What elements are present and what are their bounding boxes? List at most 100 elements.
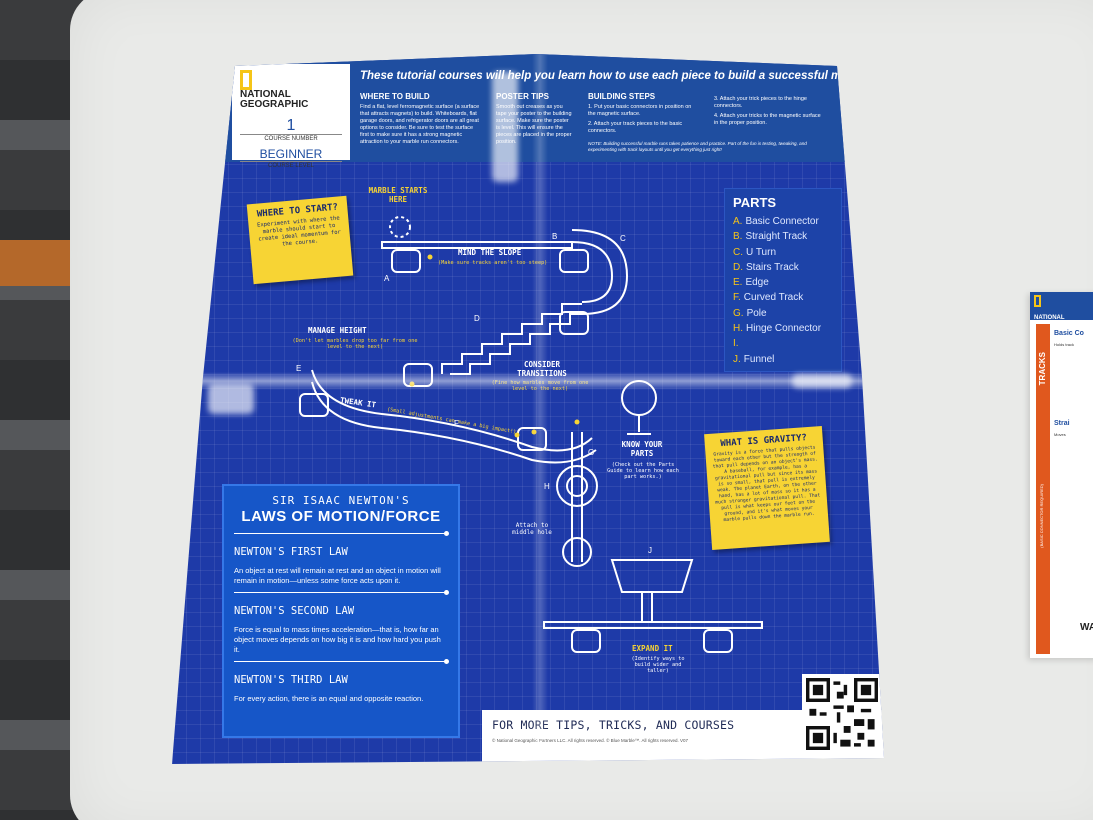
- letter-d: D: [474, 314, 480, 323]
- card-section: TRACKS: [1038, 352, 1047, 386]
- law-3-title: NEWTON'S THIRD LAW: [234, 674, 348, 686]
- part-item: B.Straight Track: [733, 231, 808, 243]
- qr-code-icon: [806, 678, 878, 750]
- law-1-text: An object at rest will remain at rest an…: [234, 566, 441, 585]
- mind-slope-label: MIND THE SLOPE: [458, 248, 522, 257]
- steps-note: NOTE: Building successful marble runs ta…: [588, 141, 807, 152]
- marble-start-label: MARBLE STARTS HERE: [368, 186, 428, 204]
- where-title: WHERE TO BUILD: [360, 92, 430, 101]
- brand-block: NATIONAL GEOGRAPHIC 1 COURSE NUMBER BEGI…: [232, 64, 350, 169]
- letter-h: H: [544, 482, 550, 491]
- qr-code[interactable]: [802, 674, 882, 754]
- divider: [234, 590, 449, 595]
- letter-c: C: [620, 234, 626, 243]
- card-side-band: TRACKS (BASIC CONNECTOR REQUIRED): [1036, 324, 1050, 654]
- attach-label: Attach to middle hole: [512, 522, 552, 536]
- horizontal-fold: [172, 372, 884, 390]
- letter-e: E: [296, 364, 302, 373]
- part-item: H.Hinge Connector: [733, 323, 822, 335]
- newton-laws-panel: SIR ISAAC NEWTON'S LAWS OF MOTION/FORCE …: [222, 484, 460, 738]
- sticky-where-text: Experiment with where the marble should …: [256, 215, 342, 248]
- step-3: 3. Attach your trick pieces to the hinge…: [714, 96, 807, 109]
- divider: [234, 659, 449, 664]
- footer-title: FOR MORE TIPS, TRICKS, AND COURSES: [492, 718, 735, 732]
- sticky-what-is-gravity: WHAT IS GRAVITY? Gravity is a force that…: [704, 426, 830, 550]
- part-item: F.Curved Track: [733, 292, 804, 304]
- letter-b: B: [552, 232, 558, 241]
- steps-title: BUILDING STEPS: [588, 92, 656, 101]
- tracks-card: NATIONAL GEOGRAPHIC TRACKS (BASIC CONNEC…: [1030, 292, 1093, 658]
- building-steps: BUILDING STEPS 1. Put your basic connect…: [588, 92, 828, 153]
- letter-g: G: [588, 448, 595, 457]
- part-item: J.Funnel: [733, 353, 775, 365]
- letter-a: A: [384, 274, 390, 283]
- law-1-title: NEWTON'S FIRST LAW: [234, 546, 348, 558]
- card-footer-letter: WA: [1080, 622, 1093, 633]
- brand-name: NATIONAL GEOGRAPHIC: [240, 89, 309, 110]
- straight-track-bottom: [543, 621, 763, 629]
- expand-label: EXPAND IT: [632, 644, 673, 653]
- card-item-text: Holds track: [1054, 342, 1075, 347]
- mind-slope-sub: (Make sure tracks aren't too steep): [438, 260, 548, 266]
- card-brand: NATIONAL GEOGRAPHIC: [1034, 315, 1076, 328]
- where-to-build: WHERE TO BUILD Find a flat, level ferrom…: [360, 92, 480, 146]
- manage-height-label: MANAGE HEIGHT: [308, 326, 367, 335]
- stairs-track: [441, 303, 582, 374]
- expand-sub: (Identify ways to build wider and taller…: [631, 656, 685, 674]
- basic-connector: [391, 249, 421, 273]
- card-item-text: Moves: [1054, 432, 1066, 437]
- step-2: 2. Attach your track pieces to the basic…: [588, 121, 683, 134]
- course-number-label: COURSE NUMBER: [240, 134, 342, 144]
- pole: [571, 432, 583, 562]
- law-2-text: Force is equal to mass times acceleratio…: [234, 625, 441, 654]
- nat-geo-logo-icon: [240, 70, 252, 90]
- part-item: I.: [733, 338, 739, 350]
- part-item: D.Stairs Track: [733, 261, 799, 273]
- marble-start-marker: [389, 216, 411, 238]
- manage-height-sub: (Don't let marbles drop too far from one…: [292, 338, 418, 350]
- where-text: Find a flat, level ferromagnetic surface…: [360, 104, 480, 145]
- sticky-gravity-text: Gravity is a force that pulls objects to…: [712, 445, 821, 524]
- know-parts-sub: (Check out the Parts Guide to learn how …: [607, 462, 679, 480]
- part-item: C.U Turn: [733, 246, 777, 258]
- newton-heading: SIR ISAAC NEWTON'S: [272, 494, 410, 507]
- course-level-label: COURSE LEVEL: [240, 161, 342, 171]
- parts-title: PARTS: [733, 195, 777, 210]
- step-4: 4. Attach your tricks to the magnetic su…: [714, 113, 821, 126]
- step-1: 1. Put your basic connectors in position…: [588, 104, 692, 117]
- poster-header: NATIONAL GEOGRAPHIC 1 COURSE NUMBER BEGI…: [172, 54, 891, 169]
- glare: [792, 374, 852, 388]
- glare: [208, 384, 254, 414]
- know-parts-label: KNOW YOUR PARTS: [621, 440, 663, 458]
- hinge-wheel: [556, 465, 598, 507]
- divider: [234, 531, 449, 536]
- tips-title: POSTER TIPS: [496, 92, 549, 101]
- card-side-note: (BASIC CONNECTOR REQUIRED): [1039, 484, 1044, 548]
- card-item-straight: Strai: [1054, 420, 1070, 427]
- funnel: [610, 559, 694, 623]
- nat-geo-logo-icon: [1034, 295, 1041, 307]
- vertical-fold: [532, 54, 548, 764]
- law-3-text: For every action, there is an equal and …: [234, 694, 424, 703]
- poster-title: These tutorial courses will help you lea…: [360, 70, 891, 82]
- glare: [492, 72, 518, 182]
- course-number: 1: [286, 117, 296, 134]
- curved-track: [311, 369, 593, 452]
- part-item: E.Edge: [733, 277, 769, 289]
- sticky-where-to-start: WHERE TO START? Experiment with where th…: [246, 195, 354, 285]
- pole-bottom: [562, 537, 592, 567]
- u-turn: [571, 229, 629, 315]
- footer-copyright: © National Geographic Partners LLC. All …: [492, 738, 688, 743]
- course-level: BEGINNER: [259, 147, 323, 161]
- part-item: A.Basic Connector: [733, 216, 819, 227]
- letter-j: J: [648, 546, 652, 555]
- card-item-basic-connector: Basic Co: [1054, 330, 1084, 337]
- parts-list: PARTS A.Basic Connector B.Straight Track…: [724, 188, 842, 372]
- part-item: G.Pole: [733, 307, 767, 319]
- card-header: NATIONAL GEOGRAPHIC: [1030, 292, 1093, 328]
- law-2-title: NEWTON'S SECOND LAW: [234, 605, 355, 617]
- newton-title: LAWS OF MOTION/FORCE: [241, 508, 441, 525]
- poster-paper: NATIONAL GEOGRAPHIC 1 COURSE NUMBER BEGI…: [172, 54, 891, 764]
- straight-track-top: [381, 241, 573, 249]
